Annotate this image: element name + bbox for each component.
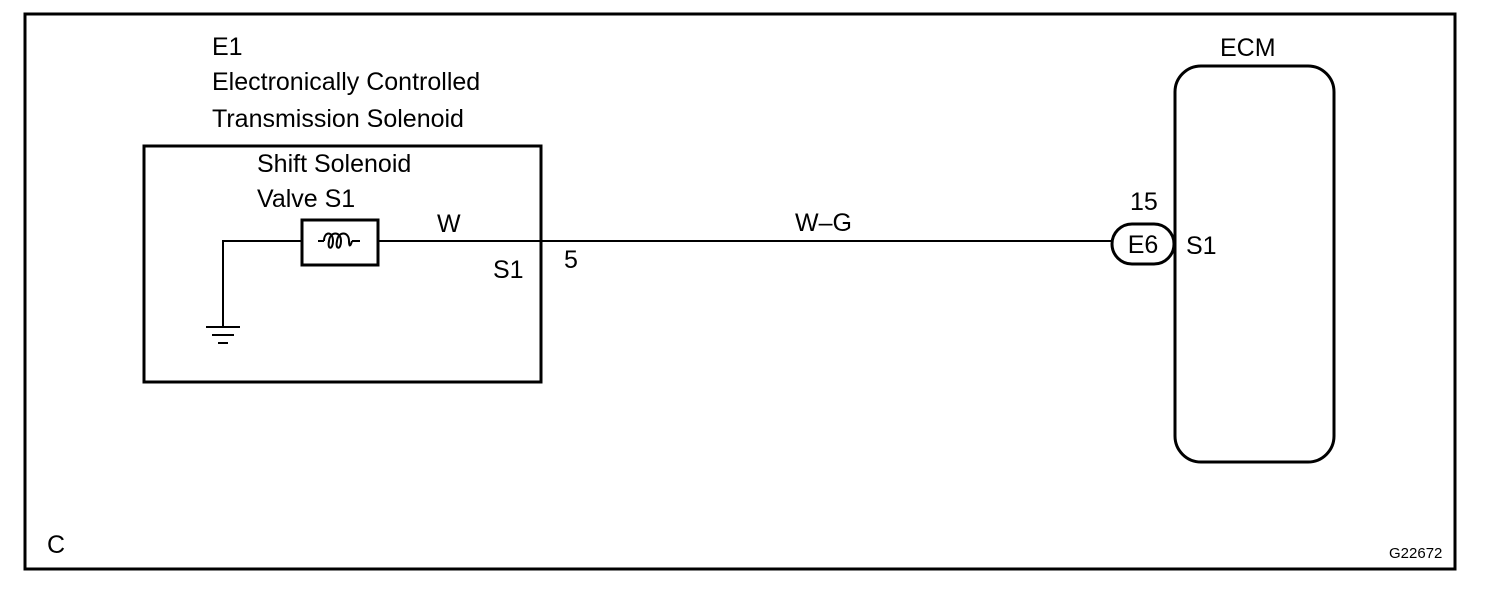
section-letter: C: [47, 531, 65, 559]
ecm-terminal-name: S1: [1186, 232, 1217, 260]
component-name-line2: Transmission Solenoid: [212, 105, 464, 133]
ecm-title: ECM: [1220, 34, 1276, 62]
diagram-frame: [23, 12, 1457, 571]
component-pin-number: 5: [564, 246, 578, 274]
ecm-box: [1173, 64, 1336, 464]
harness-wire-color: W–G: [795, 209, 852, 237]
component-terminal-name: S1: [493, 256, 524, 284]
coil-icon: [318, 232, 360, 249]
figure-id: G22672: [1389, 545, 1442, 562]
ground-wire: [222, 240, 302, 327]
ecm-pin-number: 15: [1130, 188, 1158, 216]
ground-icon: [206, 326, 240, 344]
solenoid-coil-box: [300, 218, 380, 267]
solenoid-component-box: [142, 144, 543, 384]
component-name-line1: Electronically Controlled: [212, 68, 480, 96]
valve-label-line1: Shift Solenoid: [257, 150, 411, 178]
ecm-connector-label: E6: [1128, 231, 1159, 259]
internal-wire-color: W: [437, 210, 461, 238]
valve-label-line2: Valve S1: [257, 185, 355, 213]
component-ref: E1: [212, 33, 243, 61]
ecm-connector-badge: [1110, 222, 1176, 266]
